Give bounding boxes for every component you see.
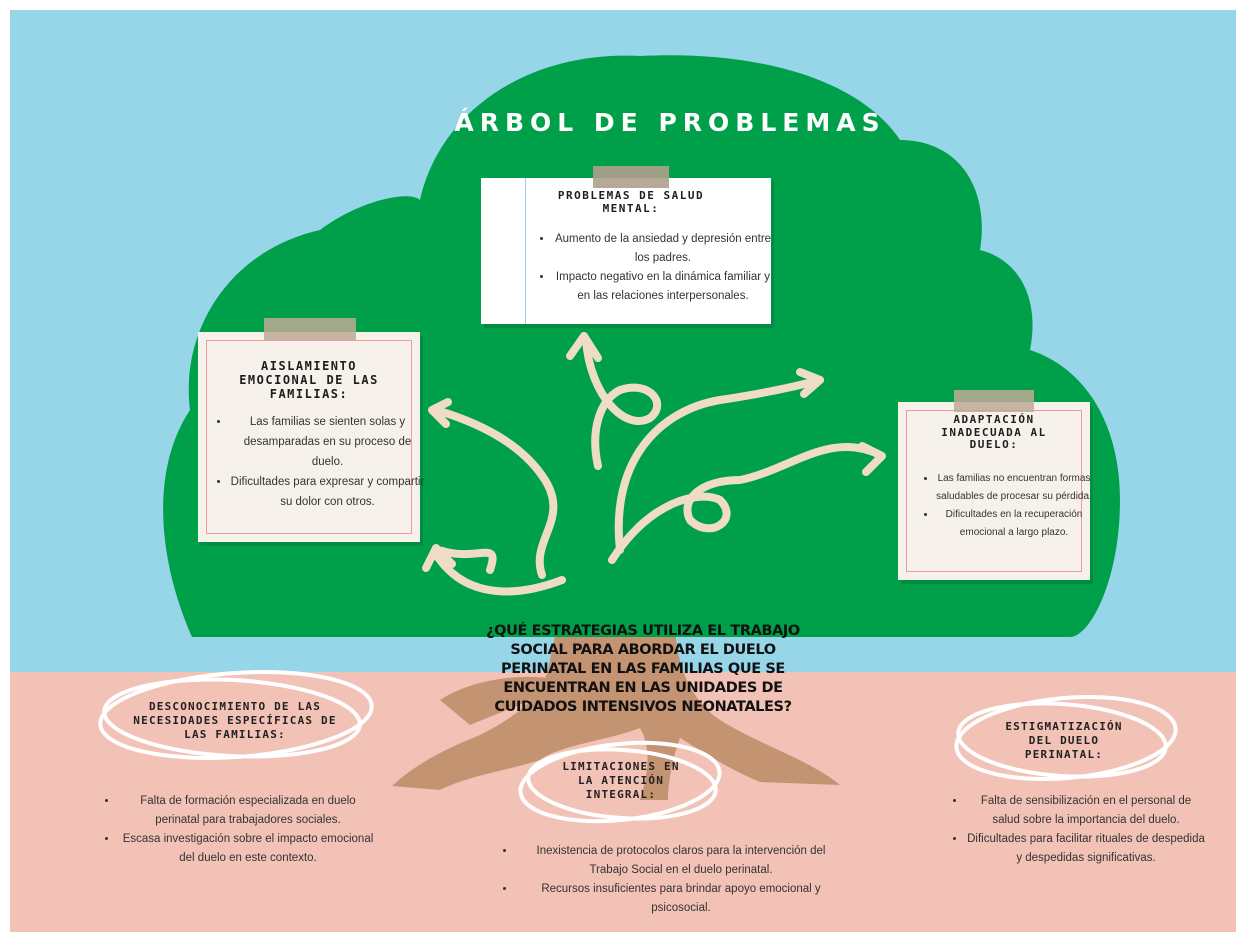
cause-item: Falta de sensibilización en el personal … xyxy=(966,792,1206,830)
effect-heading: PROBLEMAS DE SALUD MENTAL: xyxy=(557,189,705,215)
effect-card-mental-health: PROBLEMAS DE SALUD MENTAL: Aumento de la… xyxy=(481,166,773,324)
cause-item: Falta de formación especializada en duel… xyxy=(118,792,378,830)
cause-item: Recursos insuficientes para brindar apoy… xyxy=(516,880,846,918)
paper-margin-line xyxy=(525,178,526,324)
cause-ring-center-2 xyxy=(526,747,718,821)
tree-root-left xyxy=(440,676,560,725)
cause-list: Falta de sensibilización en el personal … xyxy=(948,792,1206,868)
central-question: ¿QUÉ ESTRATEGIAS UTILIZA EL TRABAJO SOCI… xyxy=(486,623,800,715)
effect-card-isolation: AISLAMIENTO EMOCIONAL DE LAS FAMILIAS: L… xyxy=(198,318,424,542)
cause-heading: ESTIGMATIZACIÓN DEL DUELO PERINATAL: xyxy=(1005,720,1123,761)
arrow-left-up-head xyxy=(428,398,452,428)
cause-heading: LIMITACIONES EN LA ATENCIÓN INTEGRAL: xyxy=(562,760,680,801)
arrow-right-loop xyxy=(608,442,884,564)
arrow-right-loop-head xyxy=(858,442,886,476)
tape-strip xyxy=(593,166,669,188)
effect-heading: AISLAMIENTO EMOCIONAL DE LAS FAMILIAS: xyxy=(239,359,379,401)
effect-item: Las familias no encuentran formas saluda… xyxy=(936,470,1092,506)
arrow-center-up xyxy=(582,336,662,470)
page-title: ÁRBOL DE PROBLEMAS xyxy=(454,108,886,137)
arrow-right-up-head xyxy=(796,368,824,398)
cause-item: Inexistencia de protocolos claros para l… xyxy=(516,842,846,880)
cause-list: Inexistencia de protocolos claros para l… xyxy=(498,842,846,918)
tape-strip xyxy=(264,318,356,340)
cause-heading: DESCONOCIMIENTO DE LAS NECESIDADES ESPEC… xyxy=(133,700,337,741)
effect-heading: ADAPTACIÓN INADECUADA AL DUELO: xyxy=(941,413,1047,452)
arrow-left-low-head xyxy=(422,544,456,572)
effect-list: Las familias se sienten solas y desampar… xyxy=(208,412,425,512)
arrow-right-up xyxy=(614,376,824,554)
note-border xyxy=(206,340,412,534)
cause-item: Dificultades para facilitar rituales de … xyxy=(966,830,1206,868)
effect-card-adaptation: ADAPTACIÓN INADECUADA AL DUELO: Las fami… xyxy=(898,390,1092,580)
effect-item: Aumento de la ansiedad y depresión entre… xyxy=(553,230,773,268)
effect-item: Las familias se sienten solas y desampar… xyxy=(230,412,425,472)
cause-ring-left-2 xyxy=(102,677,362,759)
arrow-center-up-head xyxy=(566,332,602,362)
effect-item: Dificultades en la recuperación emociona… xyxy=(936,506,1092,542)
tape-strip xyxy=(954,390,1034,412)
effect-item: Impacto negativo en la dinámica familiar… xyxy=(553,268,773,306)
effect-item: Dificultades para expresar y compartir s… xyxy=(230,472,425,512)
cause-ring-right-2 xyxy=(956,701,1168,779)
cause-item: Escasa investigación sobre el impacto em… xyxy=(118,830,378,868)
effect-list: Aumento de la ansiedad y depresión entre… xyxy=(531,230,773,306)
cause-list: Falta de formación especializada en duel… xyxy=(100,792,378,868)
effect-list: Las familias no encuentran formas saluda… xyxy=(914,470,1092,542)
tree-trunk xyxy=(392,612,840,800)
arrow-left-up xyxy=(432,406,558,579)
